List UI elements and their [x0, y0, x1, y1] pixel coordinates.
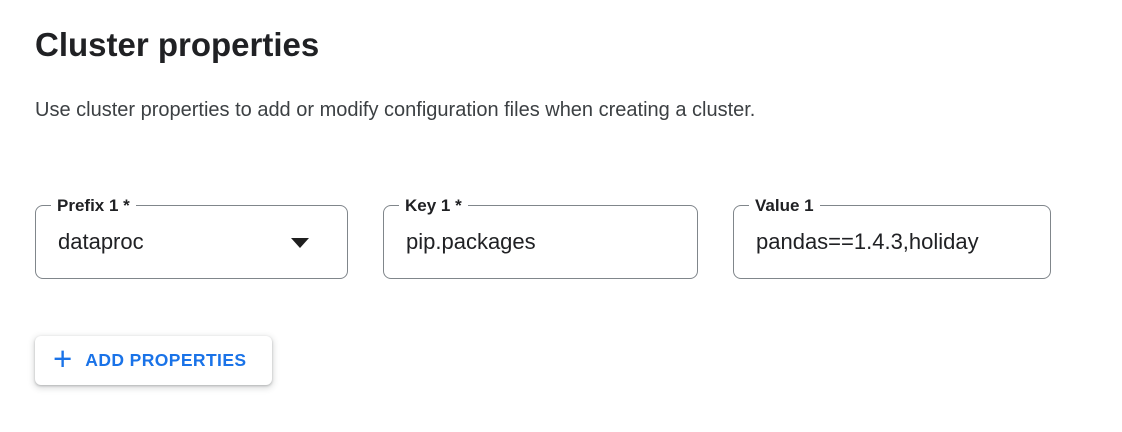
arrow-drop-down-icon: [291, 238, 309, 248]
add-properties-button[interactable]: + ADD PROPERTIES: [35, 336, 273, 385]
key-field: Key 1 *: [383, 195, 698, 279]
cluster-properties-section: Cluster properties Use cluster propertie…: [35, 26, 1122, 385]
value-input[interactable]: [756, 229, 1034, 255]
page-description: Use cluster properties to add or modify …: [35, 99, 756, 121]
prefix-selected-value: dataproc: [58, 229, 144, 254]
prefix-select[interactable]: Prefix 1 * dataproc: [35, 195, 348, 279]
page-title: Cluster properties: [35, 26, 320, 63]
value-field-label: Value 1: [749, 195, 820, 216]
key-input[interactable]: [406, 229, 681, 255]
plus-icon: +: [53, 340, 73, 377]
prefix-select-label: Prefix 1 *: [51, 195, 136, 216]
value-field: Value 1: [733, 195, 1051, 279]
key-field-label: Key 1 *: [399, 195, 468, 216]
property-row: Prefix 1 * dataproc Key 1 * Value 1: [35, 195, 1122, 279]
add-properties-label: ADD PROPERTIES: [85, 350, 247, 370]
